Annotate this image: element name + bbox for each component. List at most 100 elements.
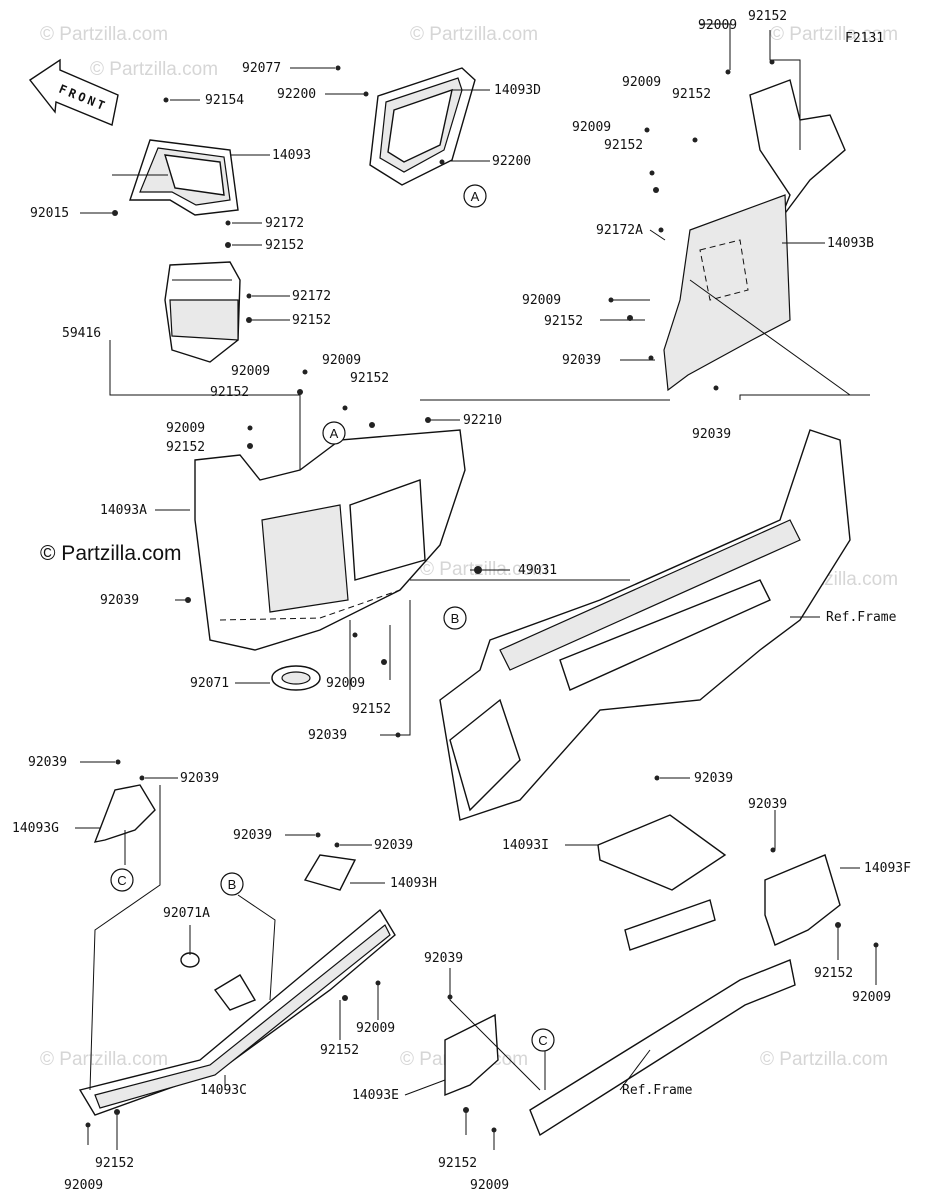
part-label: 14093E — [352, 1088, 399, 1103]
part-label: 92152 — [210, 385, 249, 400]
part-14093a — [194, 429, 466, 651]
part-14093h — [303, 854, 357, 891]
ref-frame-lower — [529, 899, 796, 1137]
part-label: 92009 — [231, 364, 270, 379]
part-label: 92200 — [492, 154, 531, 169]
part-label: 14093B — [827, 236, 874, 251]
part-14093c — [78, 908, 396, 1116]
part-label: 92039 — [28, 755, 67, 770]
part-label: 14093F — [864, 861, 911, 876]
circle-ref-b-2: B — [220, 872, 244, 896]
part-14093i — [597, 814, 727, 891]
diagram-id: F2131 — [845, 31, 884, 46]
part-label: 92152 — [672, 87, 711, 102]
part-label: 92071A — [163, 906, 210, 921]
part-label: 92200 — [277, 87, 316, 102]
circle-ref-c-1: C — [110, 868, 134, 892]
watermark: © Partzilla.com — [410, 24, 538, 45]
part-label: 92152 — [604, 138, 643, 153]
part-label: 92077 — [242, 61, 281, 76]
part-label: 92009 — [166, 421, 205, 436]
part-label: Ref.Frame — [826, 610, 897, 625]
part-14093g — [93, 784, 156, 843]
part-92071a — [180, 952, 200, 968]
part-label: 92009 — [64, 1178, 103, 1193]
part-92071 — [271, 665, 321, 691]
part-label: 14093I — [502, 838, 549, 853]
ref-frame-main — [439, 429, 851, 821]
part-label: 92039 — [374, 838, 413, 853]
part-label: 14093D — [494, 83, 541, 98]
part-label: 14093A — [100, 503, 147, 518]
part-label: 92152 — [265, 238, 304, 253]
svg-text:A: A — [330, 426, 339, 441]
circle-ref-a-2: A — [322, 421, 346, 445]
circle-ref-c-2: C — [531, 1028, 555, 1052]
part-label: 92039 — [748, 797, 787, 812]
part-label: 92039 — [308, 728, 347, 743]
part-label: 14093G — [12, 821, 59, 836]
watermark: © Partzilla.com — [770, 24, 898, 45]
circle-ref-b-1: B — [443, 606, 467, 630]
leader-lines — [75, 23, 877, 1150]
part-label: 92009 — [322, 353, 361, 368]
part-label: 92015 — [30, 206, 69, 221]
part-label: 49031 — [518, 563, 557, 578]
part-label: 14093C — [200, 1083, 247, 1098]
part-14093d — [369, 67, 476, 186]
part-label: 92039 — [233, 828, 272, 843]
part-label: 92152 — [166, 440, 205, 455]
part-label: 92009 — [522, 293, 561, 308]
part-label: Ref.Frame — [622, 1083, 693, 1098]
part-label: 92172A — [596, 223, 643, 238]
circle-ref-a-1: A — [463, 184, 487, 208]
part-label: 92210 — [463, 413, 502, 428]
part-label: 92039 — [100, 593, 139, 608]
part-label: 92039 — [562, 353, 601, 368]
watermark: © Partzilla.com — [760, 1049, 888, 1070]
part-label: 92152 — [544, 314, 583, 329]
part-label: 92172 — [265, 216, 304, 231]
svg-text:B: B — [228, 877, 237, 892]
svg-text:C: C — [538, 1033, 547, 1048]
part-label: 92039 — [692, 427, 731, 442]
part-label: 92009 — [572, 120, 611, 135]
front-arrow-icon: FRONT — [28, 58, 119, 126]
svg-text:A: A — [471, 189, 480, 204]
part-label: 14093H — [390, 876, 437, 891]
part-label: 92152 — [438, 1156, 477, 1171]
fastener-markers — [85, 59, 879, 1133]
part-label: 92039 — [694, 771, 733, 786]
part-label: 92009 — [622, 75, 661, 90]
part-label: 92172 — [292, 289, 331, 304]
watermark: © Partzilla.com — [90, 59, 218, 80]
part-label: 92154 — [205, 93, 244, 108]
watermark: © Partzilla.com — [40, 1049, 168, 1070]
part-label: 92152 — [814, 966, 853, 981]
part-label: 92009 — [326, 676, 365, 691]
part-label: 92152 — [95, 1156, 134, 1171]
part-label: 92152 — [748, 9, 787, 24]
part-label: 92039 — [180, 771, 219, 786]
part-14093 — [129, 139, 239, 216]
part-14093e — [444, 1013, 499, 1097]
part-label: 92009 — [470, 1178, 509, 1193]
part-label: 92039 — [424, 951, 463, 966]
part-labels: 92009 92152 92077 92200 14093D 92200 921… — [12, 9, 911, 1193]
part-label: 92071 — [190, 676, 229, 691]
part-label: 92152 — [320, 1043, 359, 1058]
part-label: 14093 — [272, 148, 311, 163]
part-label: 92009 — [698, 18, 737, 33]
part-59416 — [164, 261, 241, 363]
part-label: 92152 — [292, 313, 331, 328]
part-label: 92152 — [350, 371, 389, 386]
part-14093b — [663, 79, 846, 392]
part-14093f — [764, 854, 841, 946]
part-label: 59416 — [62, 326, 101, 341]
part-label: 92009 — [852, 990, 891, 1005]
svg-text:C: C — [117, 873, 126, 888]
watermark: © Partzilla.com — [40, 24, 168, 45]
svg-text:B: B — [451, 611, 460, 626]
